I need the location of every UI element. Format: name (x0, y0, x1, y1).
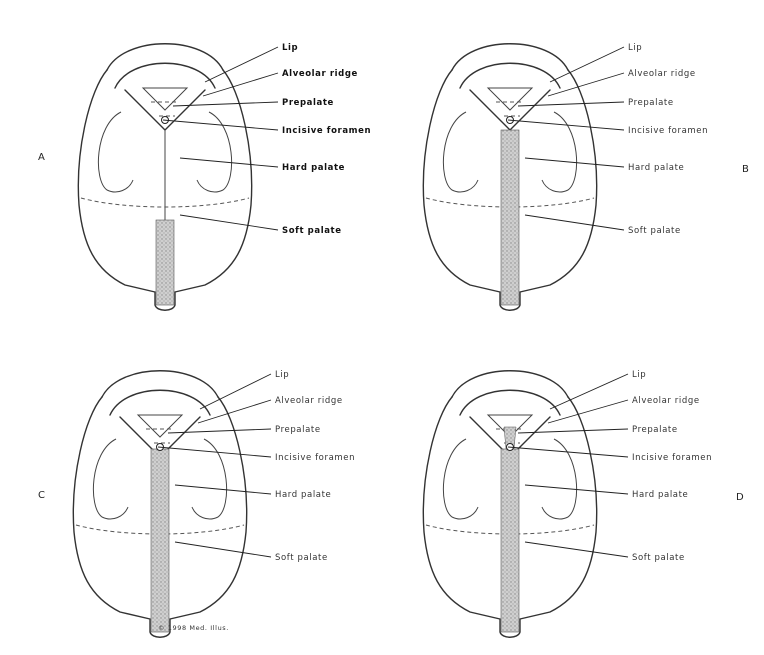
leader-line-hard-palate (175, 485, 271, 494)
lip-inner-outline (460, 63, 560, 88)
prepalate-dashes (496, 102, 524, 116)
prepalate-dashes (146, 429, 174, 443)
lip-arch-outline (452, 44, 568, 70)
label-incisive-foramen: Incisive foramen (628, 126, 708, 136)
leader-line-incisive-foramen (508, 447, 628, 457)
credit-text: © 1998 Med. Illus. (158, 624, 229, 632)
left-hard-palate-contour (93, 439, 128, 519)
cleft-shading (151, 449, 169, 632)
leader-line-soft-palate (525, 542, 628, 557)
label-incisive-foramen: Incisive foramen (275, 453, 355, 463)
lip-inner-outline (460, 390, 560, 415)
label-soft-palate: Soft palate (632, 553, 685, 563)
label-hard-palate: Hard palate (632, 490, 688, 500)
label-alveolar-ridge: Alveolar ridge (628, 69, 696, 79)
lip-arch-outline (102, 371, 218, 397)
label-prepalate: Prepalate (628, 98, 674, 108)
leader-line-alveolar-ridge (548, 400, 628, 423)
label-hard-palate: Hard palate (282, 163, 345, 173)
label-lip: Lip (282, 43, 298, 53)
label-alveolar-ridge: Alveolar ridge (275, 396, 343, 406)
label-lip: Lip (275, 370, 289, 380)
label-soft-palate: Soft palate (628, 226, 681, 236)
leader-line-hard-palate (180, 158, 278, 167)
cleft-shading (501, 449, 519, 632)
right-hard-palate-contour (197, 112, 232, 192)
leader-line-prepalate (168, 429, 271, 433)
leader-line-soft-palate (525, 215, 624, 230)
leader-line-soft-palate (175, 542, 271, 557)
label-prepalate: Prepalate (282, 98, 334, 108)
label-hard-palate: Hard palate (275, 490, 331, 500)
prepalate-triangle (143, 88, 187, 110)
cleft-shading (156, 220, 174, 305)
panel-letter-c: C (38, 490, 45, 501)
label-prepalate: Prepalate (275, 425, 321, 435)
left-hard-palate-contour (98, 112, 133, 192)
prepalate-triangle (138, 415, 182, 437)
label-incisive-foramen: Incisive foramen (282, 126, 371, 136)
lip-inner-outline (110, 390, 210, 415)
label-incisive-foramen: Incisive foramen (632, 453, 712, 463)
leader-line-soft-palate (180, 215, 278, 230)
label-lip: Lip (632, 370, 646, 380)
label-soft-palate: Soft palate (275, 553, 328, 563)
left-hard-palate-contour (443, 439, 478, 519)
label-alveolar-ridge: Alveolar ridge (282, 69, 358, 79)
label-lip: Lip (628, 43, 642, 53)
lip-arch-outline (107, 44, 223, 70)
leader-line-hard-palate (525, 158, 624, 167)
right-hard-palate-contour (192, 439, 227, 519)
prepalate-triangle (488, 88, 532, 110)
panel-letter-d: D (736, 492, 744, 503)
leader-line-incisive-foramen (508, 120, 624, 130)
label-hard-palate: Hard palate (628, 163, 684, 173)
panel-letter-b: B (742, 164, 749, 175)
label-alveolar-ridge: Alveolar ridge (632, 396, 700, 406)
cleft-shading (501, 130, 519, 305)
prepalate-dashes (151, 102, 179, 116)
panel-letter-a: A (38, 152, 45, 163)
label-prepalate: Prepalate (632, 425, 678, 435)
lip-arch-outline (452, 371, 568, 397)
leader-line-prepalate (173, 102, 278, 106)
left-hard-palate-contour (443, 112, 478, 192)
label-soft-palate: Soft palate (282, 226, 342, 236)
leader-line-alveolar-ridge (548, 73, 624, 96)
leader-line-prepalate (518, 429, 628, 433)
leader-line-prepalate (518, 102, 624, 106)
lip-inner-outline (115, 63, 215, 88)
leader-line-alveolar-ridge (203, 73, 278, 96)
